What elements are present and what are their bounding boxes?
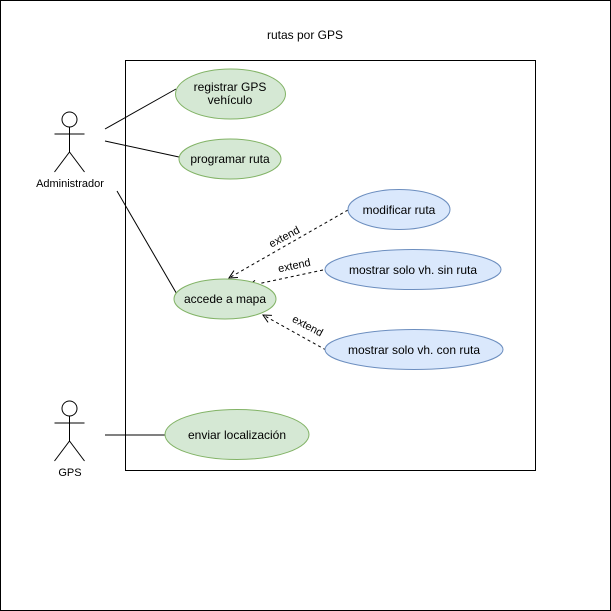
- use-case-label: accede a mapa: [184, 292, 266, 306]
- use-case-label-line-2: vehículo: [208, 93, 253, 107]
- use-case-mostrar-sin-ruta[interactable]: mostrar solo vh. sin ruta: [324, 249, 502, 290]
- use-case-enviar-localizacion[interactable]: enviar localización: [164, 409, 310, 460]
- use-case-registrar-gps[interactable]: registrar GPS vehículo: [175, 68, 286, 120]
- actor-gps-label: GPS: [58, 467, 81, 479]
- use-case-label: enviar localización: [188, 428, 286, 442]
- actor-head-icon: [61, 400, 78, 417]
- system-boundary: [125, 60, 536, 471]
- use-case-mostrar-con-ruta[interactable]: mostrar solo vh. con ruta: [324, 329, 504, 370]
- use-case-ellipse: [324, 329, 504, 370]
- extend-modificar-accede: [229, 209, 349, 278]
- extend-sin-ruta-accede: [248, 269, 324, 286]
- use-case-ellipse: [324, 249, 502, 290]
- actor-head-icon: [61, 111, 78, 128]
- actor-administrador[interactable]: [54, 111, 85, 173]
- use-case-programar-ruta[interactable]: programar ruta: [178, 138, 282, 180]
- use-case-accede-mapa[interactable]: accede a mapa: [173, 278, 277, 320]
- diagram-title: rutas por GPS: [267, 28, 343, 42]
- actor-administrador-label: Administrador: [36, 178, 104, 190]
- use-case-label: programar ruta: [190, 152, 270, 166]
- actor-right-leg-icon: [69, 440, 85, 462]
- use-case-ellipse: [164, 409, 310, 460]
- use-case-ellipse: [175, 68, 286, 120]
- use-case-label: mostrar solo vh. con ruta: [348, 343, 480, 357]
- association-admin-registrar: [104, 88, 177, 130]
- use-case-modificar-ruta[interactable]: modificar ruta: [347, 189, 451, 230]
- actor-right-leg-icon: [69, 151, 85, 173]
- actor-left-leg-icon: [54, 151, 70, 173]
- use-case-label: modificar ruta: [363, 203, 436, 217]
- use-case-label: mostrar solo vh. sin ruta: [349, 263, 477, 277]
- use-case-ellipse: [173, 278, 277, 320]
- extend-relations: [229, 209, 349, 351]
- extend-con-ruta-accede: [263, 315, 327, 351]
- use-case-label-line-1: registrar GPS: [194, 80, 267, 94]
- actor-gps[interactable]: [54, 400, 85, 462]
- associations: [104, 88, 180, 436]
- use-case-ellipse: [178, 138, 282, 180]
- association-admin-programar: [104, 140, 180, 158]
- actor-left-leg-icon: [54, 440, 70, 462]
- use-case-ellipse: [347, 189, 451, 230]
- association-admin-accede: [116, 190, 179, 297]
